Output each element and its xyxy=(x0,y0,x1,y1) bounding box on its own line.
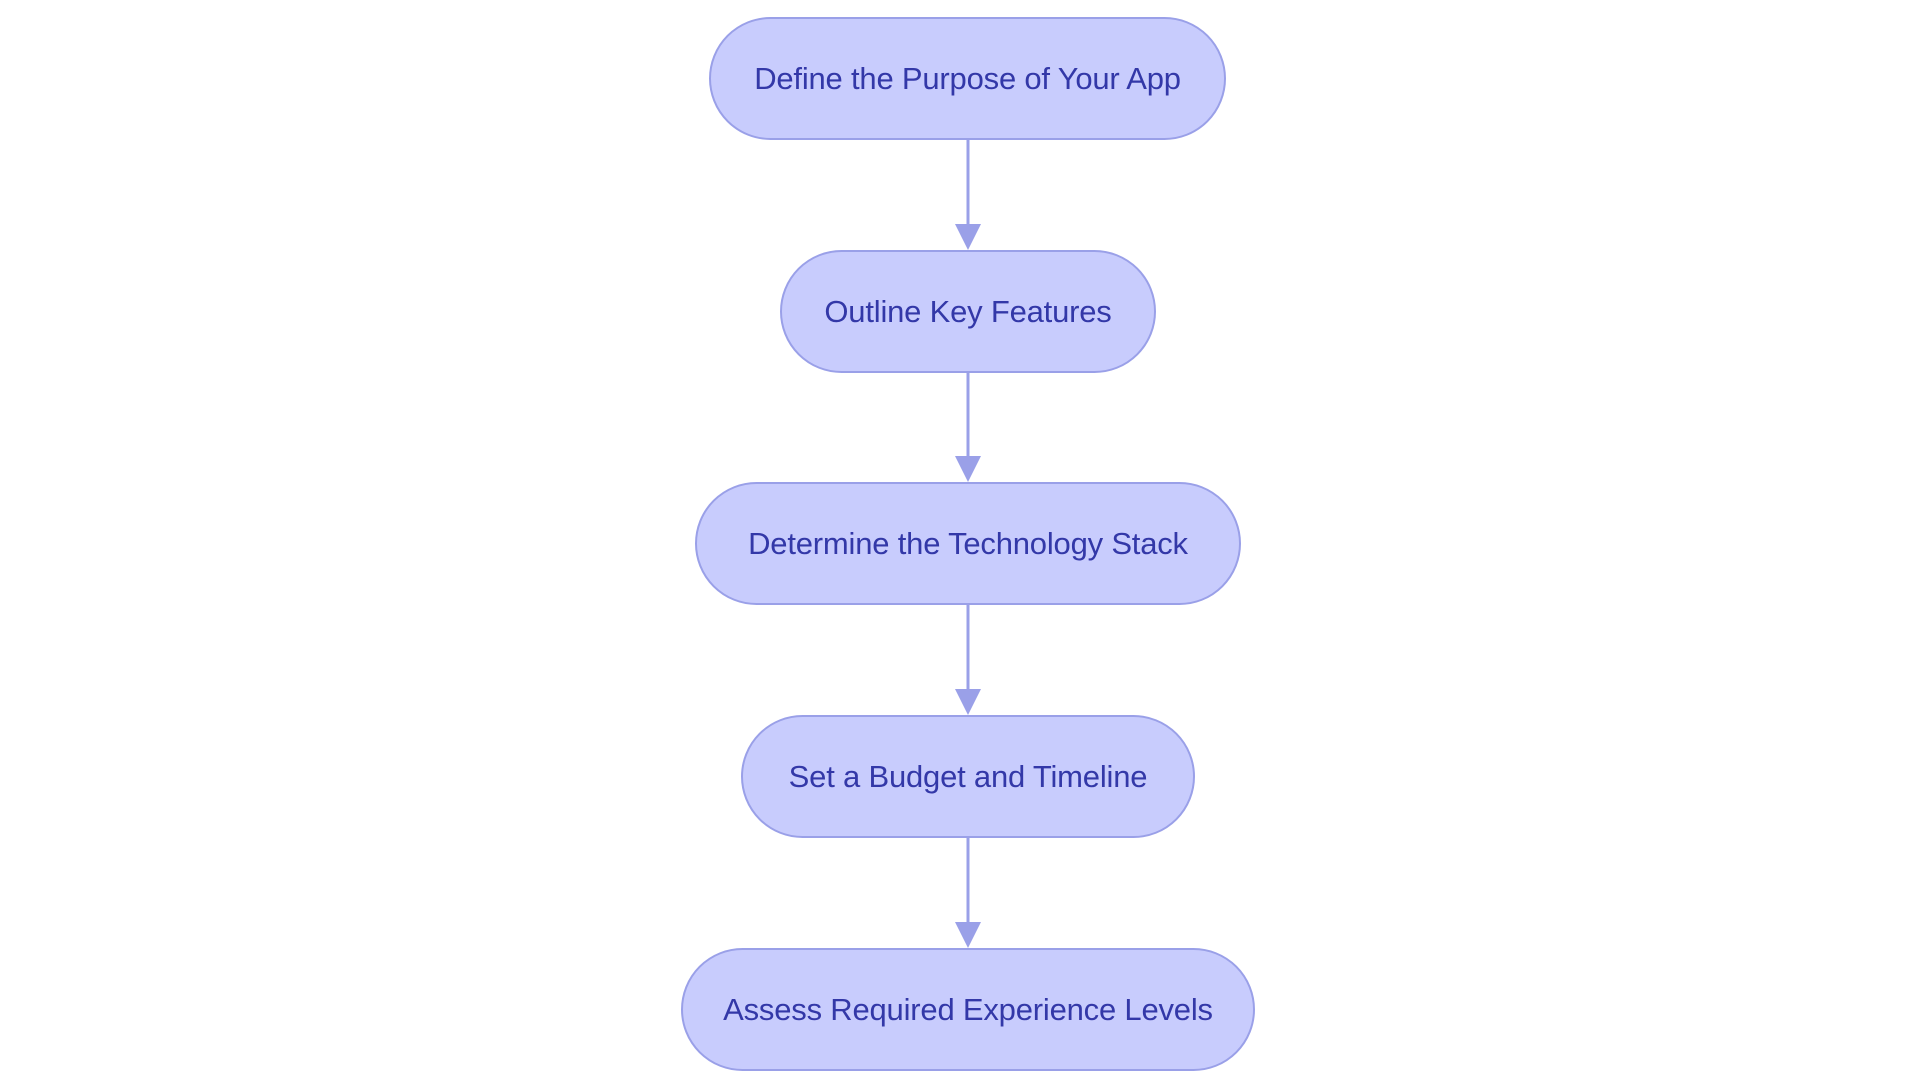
flow-step-budget-timeline: Set a Budget and Timeline xyxy=(741,715,1195,838)
flow-step-label: Determine the Technology Stack xyxy=(748,525,1188,561)
flow-step-technology-stack: Determine the Technology Stack xyxy=(695,482,1241,605)
flow-step-experience-levels: Assess Required Experience Levels xyxy=(681,948,1255,1071)
flow-step-label: Set a Budget and Timeline xyxy=(788,758,1148,794)
flow-step-label: Assess Required Experience Levels xyxy=(723,991,1213,1027)
flow-step-outline-features: Outline Key Features xyxy=(780,250,1156,373)
arrowhead-icon xyxy=(955,689,981,715)
arrowhead-icon xyxy=(955,224,981,250)
edge-3 xyxy=(955,605,981,715)
flow-step-label: Define the Purpose of Your App xyxy=(754,60,1181,96)
edge-2 xyxy=(955,373,981,482)
flow-step-label: Outline Key Features xyxy=(824,293,1112,329)
edge-4 xyxy=(955,838,981,948)
flow-step-define-purpose: Define the Purpose of Your App xyxy=(709,17,1226,140)
edge-1 xyxy=(955,140,981,250)
arrowhead-icon xyxy=(955,922,981,948)
arrowhead-icon xyxy=(955,456,981,482)
